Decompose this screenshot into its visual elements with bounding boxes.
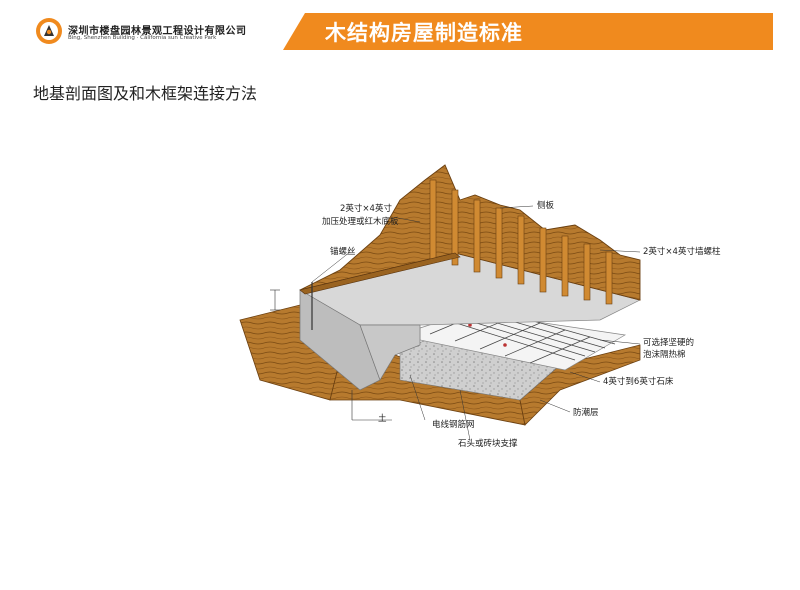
label-stud: 2英寸×4英寸墙螺柱	[643, 247, 721, 257]
company-name-cn: 深圳市楼盘园林景观工程设计有限公司	[68, 26, 247, 37]
label-insulation-line2: 泡沫隔热棉	[643, 350, 686, 360]
label-wire-mesh: 电线钢筋网	[432, 420, 475, 430]
concrete-footing	[359, 324, 421, 381]
sill-plate	[299, 252, 461, 295]
banner-title: 木结构房屋制造标准	[325, 21, 523, 45]
header: 深圳市楼盘园林景观工程设计有限公司 Bing, Shenzhen Buildin…	[0, 0, 800, 60]
title-banner	[283, 13, 773, 50]
dimension-marks	[270, 289, 392, 421]
company-name-en: Bing, Shenzhen Building · California sun…	[68, 35, 217, 41]
leader-lines	[311, 205, 641, 441]
label-soil: 土	[378, 414, 387, 424]
concrete-slab-front	[299, 289, 381, 391]
label-gravel-support: 石头或砖块支撑	[458, 439, 518, 449]
label-insulation-line1: 可选择坚硬的	[643, 338, 695, 348]
wall-studs	[429, 179, 613, 305]
label-sheathing: 侧板	[537, 201, 555, 211]
label-slab: 4英寸到6英寸石床	[603, 377, 674, 387]
label-vapor-barrier: 防潮层	[573, 408, 599, 418]
label-sill-line2: 加压处理或红木底板	[322, 217, 399, 227]
label-sill-line1: 2英寸×4英寸	[340, 204, 392, 214]
label-anchor-bolt: 锚螺丝	[330, 247, 356, 257]
page-title: 地基剖面图及和木框架连接方法	[33, 84, 258, 103]
company-logo-icon	[36, 18, 62, 44]
